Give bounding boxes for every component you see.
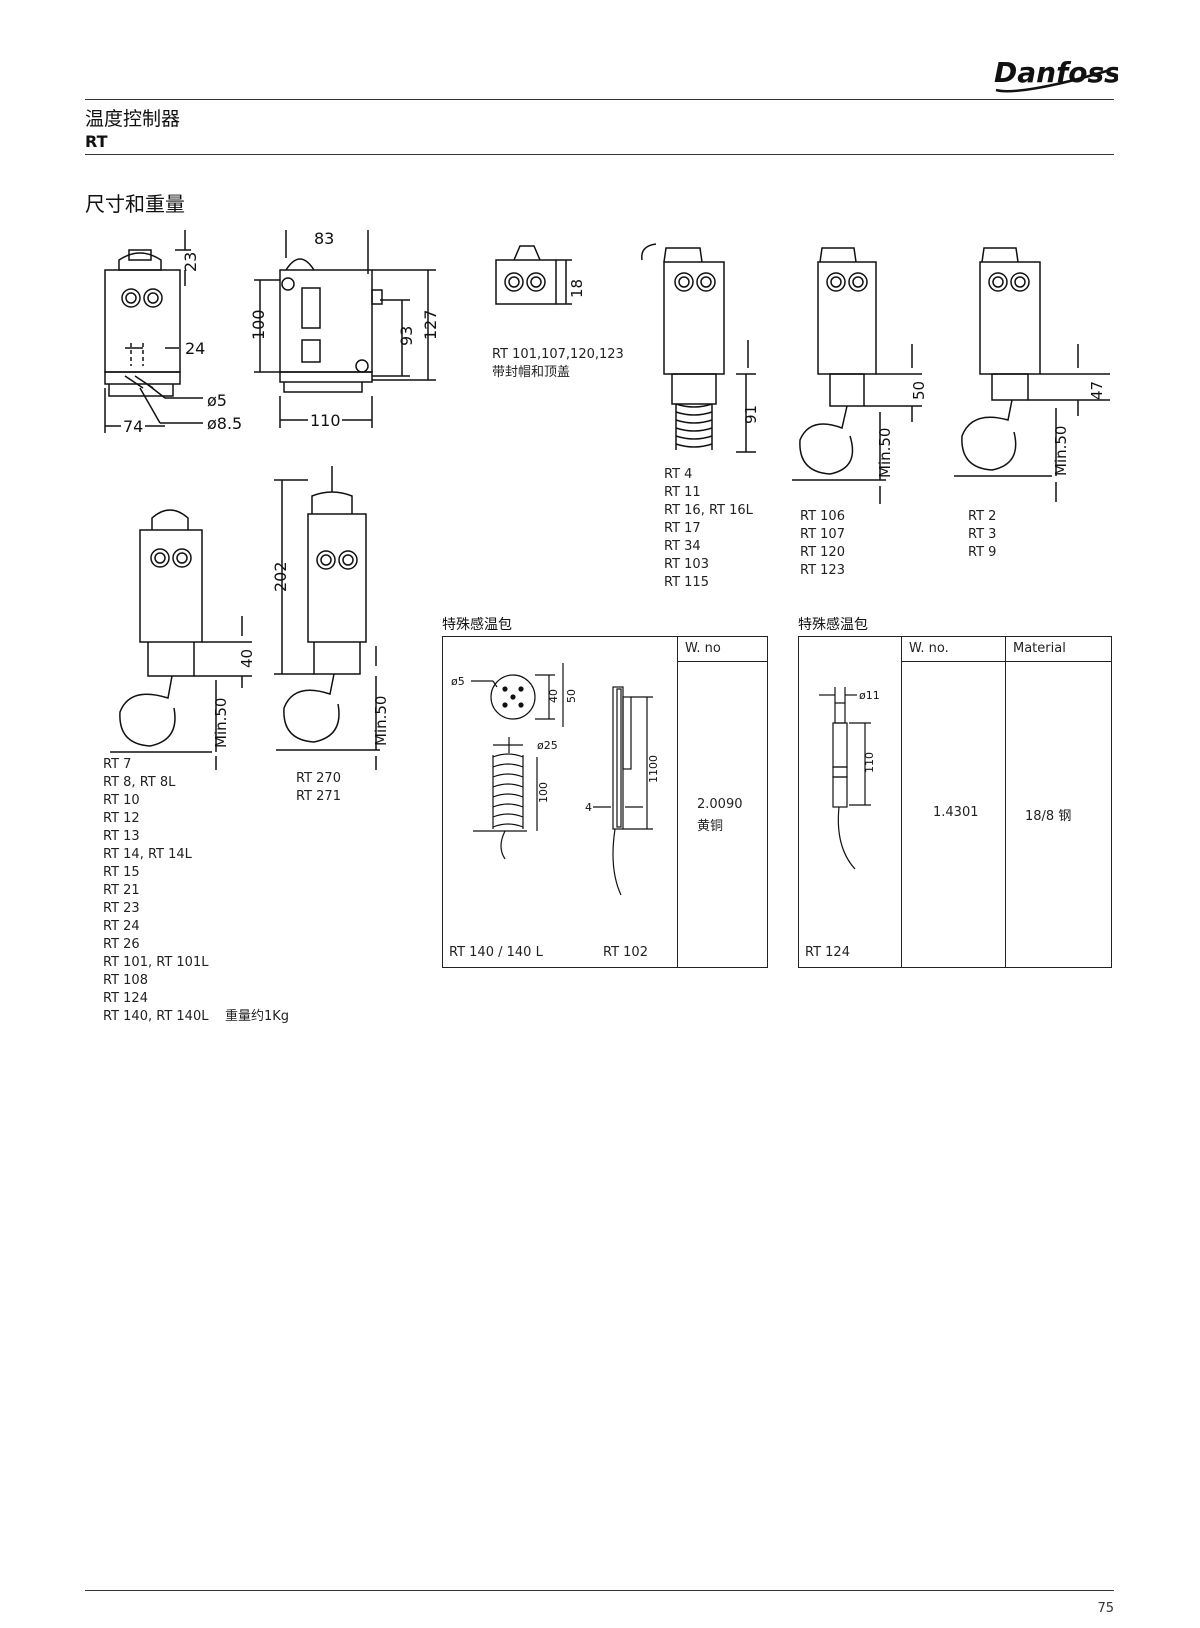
dim-202: 202 [272, 561, 290, 592]
svg-text:ø11: ø11 [859, 689, 880, 702]
page-subtitle: RT [85, 132, 108, 151]
svg-text:110: 110 [863, 752, 876, 773]
svg-text:ø5: ø5 [451, 675, 465, 688]
dim-110: 110 [310, 411, 341, 430]
drawing-rt270: 202 Min.50 [272, 466, 390, 770]
dim-18: 18 [568, 279, 586, 298]
table-2-col-divider-1 [901, 637, 902, 967]
table-1-header-divider [677, 661, 767, 662]
cap-models-label: RT 101,107,120,123 [492, 347, 624, 362]
drawing-rt2: 47 Min.50 [954, 247, 1110, 502]
table-2-col-divider-2 [1005, 637, 1006, 967]
drawing-rt4: 91 [641, 243, 760, 453]
danfoss-logo: Danfoss [994, 56, 1118, 93]
dim-127: 127 [421, 309, 440, 340]
dim-47: 47 [1088, 381, 1106, 400]
table-2-header-divider [901, 661, 1111, 662]
dim-d85: ø8.5 [207, 414, 242, 433]
table-2-header-material: Material [1013, 641, 1066, 656]
bulb-table-1: W. no 2.0090 黄铜 RT 140 / 140 L RT 102 ø5… [442, 636, 768, 968]
footer-rule [85, 1590, 1114, 1591]
svg-text:1100: 1100 [647, 755, 660, 783]
table-1-model-a: RT 140 / 140 L [449, 945, 543, 960]
drawing-side-view: 83 100 93 127 110 [250, 229, 440, 430]
header-rule-top [85, 99, 1114, 100]
bulb-table-2: W. no. Material 1.4301 18/8 钢 RT 124 ø11… [798, 636, 1112, 968]
svg-text:ø25: ø25 [537, 739, 558, 752]
table-2-material: 18/8 钢 [1025, 809, 1072, 824]
table-2-drawing: ø11 110 [819, 687, 880, 870]
table-1-drawing: ø5 40 50 ø25 100 4 1100 [451, 663, 660, 896]
table-2-header-wno: W. no. [909, 641, 949, 656]
dim-74: 74 [123, 417, 143, 436]
dim-93: 93 [397, 326, 416, 346]
section-title: 尺寸和重量 [85, 192, 185, 216]
bulb-table-1-caption: 特殊感温包 [442, 617, 512, 633]
bulb-table-2-caption: 特殊感温包 [798, 617, 868, 633]
table-1-model-b: RT 102 [603, 945, 648, 960]
dim-23: 23 [181, 252, 200, 272]
svg-text:40: 40 [547, 689, 560, 703]
dim-min50-rt270: Min.50 [372, 696, 390, 746]
page-number: 75 [1097, 1601, 1114, 1616]
dim-91: 91 [742, 405, 760, 424]
table-1-header-wno: W. no [685, 641, 721, 656]
dim-min50-rt7: Min.50 [212, 698, 230, 748]
table-2-value: 1.4301 [933, 805, 979, 820]
svg-text:100: 100 [537, 782, 550, 803]
logo-text: Danfoss [994, 56, 1118, 89]
dim-100: 100 [250, 309, 268, 340]
table-2-model: RT 124 [805, 945, 850, 960]
weight-note: 重量约1Kg [225, 1009, 290, 1024]
dim-min50-rt106: Min.50 [876, 428, 894, 478]
svg-text:50: 50 [565, 689, 578, 703]
drawing-front-view: 23 24 ø5 ø8.5 74 [104, 230, 242, 436]
page-title: 温度控制器 [85, 108, 181, 130]
dim-d5: ø5 [207, 391, 227, 410]
svg-text:4: 4 [585, 801, 592, 814]
table-1-material: 黄铜 [697, 819, 724, 834]
header-rule-bottom [85, 154, 1114, 155]
dim-40: 40 [238, 649, 256, 668]
drawing-rt106: 50 Min.50 [792, 247, 928, 504]
cap-note-label: 带封帽和顶盖 [492, 365, 571, 380]
dim-83: 83 [314, 229, 334, 248]
table-1-value: 2.0090 [697, 797, 743, 812]
dim-50: 50 [910, 381, 928, 400]
drawing-cap-head: 18 [495, 245, 586, 305]
dim-24: 24 [185, 339, 205, 358]
table-1-col-divider [677, 637, 678, 967]
dim-min50-rt2: Min.50 [1052, 426, 1070, 476]
drawing-rt7: 40 Min.50 [110, 509, 256, 770]
